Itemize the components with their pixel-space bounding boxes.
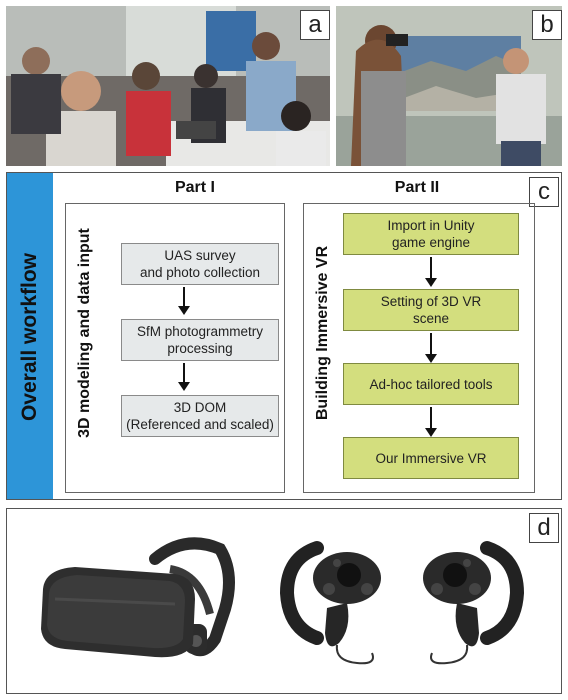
vr-demo-illustration: [336, 6, 562, 166]
part2-step: Ad-hoc tailored tools: [343, 363, 519, 405]
part2-step: Import in Unity game engine: [343, 213, 519, 255]
workflow-panel: Overall workflow c Part I Part II 3D mod…: [6, 172, 562, 500]
vr-headset-icon: [35, 529, 245, 679]
vr-hardware-panel: d: [6, 508, 562, 694]
part1-title: Part I: [115, 179, 275, 197]
left-controller-icon: [277, 533, 397, 673]
panel-label-d: d: [529, 513, 559, 543]
part2-step: Our Immersive VR: [343, 437, 519, 479]
flow-arrow: [430, 333, 432, 355]
flow-arrow: [430, 257, 432, 279]
panel-label-a: a: [300, 10, 330, 40]
part2-side-label: Building Immersive VR: [314, 246, 332, 420]
flow-arrow: [183, 287, 185, 307]
part1-step: SfM photogrammetry processing: [121, 319, 279, 361]
panel-label-b: b: [532, 10, 562, 40]
part2-title: Part II: [357, 179, 477, 197]
conference-crowd-illustration: [6, 6, 330, 166]
flow-arrow: [430, 407, 432, 429]
vr-demo-photo: b: [336, 6, 562, 166]
part1-side-label: 3D modeling and data input: [76, 228, 94, 438]
right-controller-icon: [407, 533, 527, 673]
part1-step: UAS survey and photo collection: [121, 243, 279, 285]
flow-arrow: [183, 363, 185, 383]
part1-step: 3D DOM (Referenced and scaled): [121, 395, 279, 437]
workflow-title: Overall workflow: [18, 253, 42, 421]
part2-step: Setting of 3D VR scene: [343, 289, 519, 331]
conference-photo: a: [6, 6, 330, 166]
